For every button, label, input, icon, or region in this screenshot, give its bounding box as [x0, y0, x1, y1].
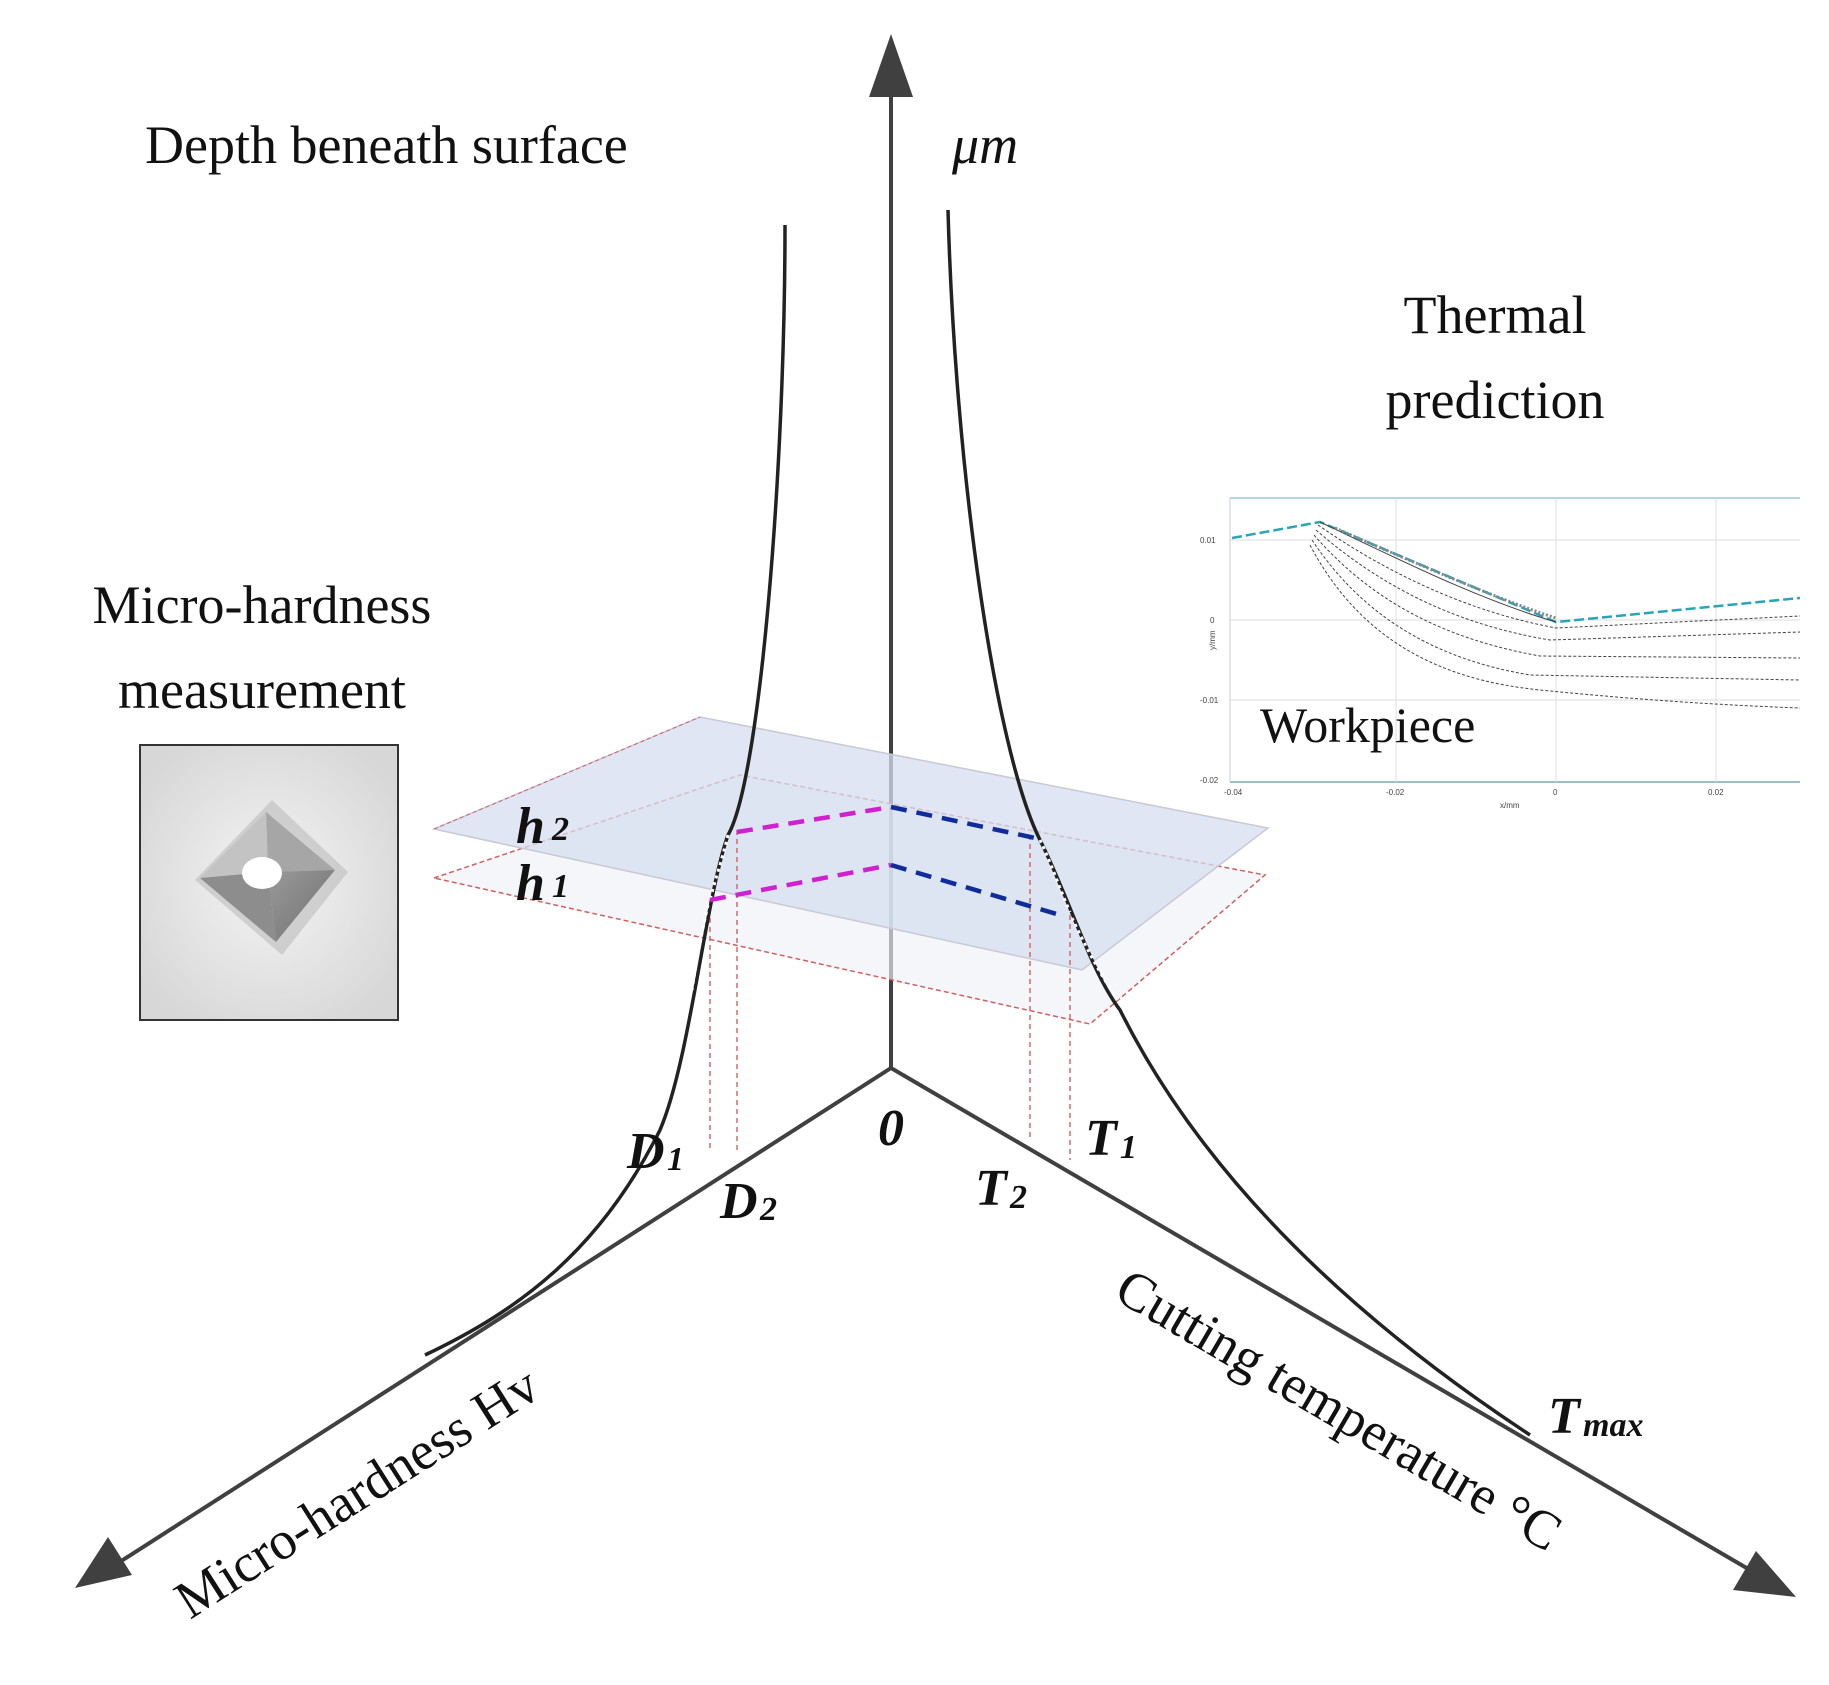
depth-axis-label: Depth beneath surface	[145, 115, 628, 175]
curve-dotted-overlay	[690, 834, 1120, 1001]
indentation-image	[139, 744, 399, 1021]
hardness-curve-hidden-part	[708, 834, 730, 901]
thermal-title-line1: Thermal	[1404, 285, 1587, 345]
inset-xtick-2: -0.02	[1386, 788, 1405, 797]
temperature-axis-arrowhead	[1733, 1551, 1796, 1597]
inset-tool-edge	[1231, 520, 1801, 624]
svg-text:T: T	[1085, 1110, 1119, 1167]
label-h1: h 1	[516, 855, 569, 912]
inset-ytick-1: 0.01	[1200, 536, 1216, 545]
hardness-axis-label: Micro-hardness Hv	[164, 1355, 549, 1630]
hardness-link-h2	[736, 804, 892, 835]
inset-xtick-4: 0.02	[1708, 788, 1724, 797]
label-t2: T 2	[975, 1160, 1027, 1217]
hardness-axis-line	[113, 1066, 893, 1567]
inset-xtick-3: 0	[1553, 788, 1558, 797]
svg-text:2: 2	[759, 1191, 777, 1228]
micro-title-line1: Micro-hardness	[93, 575, 432, 635]
svg-text:max: max	[1583, 1407, 1643, 1444]
indent-facet-right	[268, 870, 335, 942]
indent-facet-top	[266, 812, 335, 872]
temperature-curve-hidden-part-2	[1070, 917, 1120, 1001]
inset-ytick-4: -0.02	[1200, 776, 1219, 785]
temperature-curve-hidden-part	[1038, 839, 1072, 913]
indent-highlight	[242, 857, 282, 889]
svg-text:2: 2	[1009, 1179, 1027, 1216]
inset-ytick-3: -0.01	[1200, 696, 1219, 705]
hardness-curve-hidden-part-2	[690, 904, 710, 991]
svg-text:T: T	[1548, 1388, 1582, 1445]
depth-axis-arrowhead	[869, 34, 913, 97]
projection-lines	[709, 830, 1071, 1160]
svg-text:2: 2	[551, 811, 569, 848]
hardness-link-h1	[709, 862, 892, 903]
svg-text:T: T	[975, 1160, 1009, 1217]
depth-planes	[431, 716, 1270, 1025]
indent-facet-bottom	[200, 872, 276, 942]
label-d1: D 1	[626, 1123, 684, 1180]
hardness-depth-curve	[424, 224, 787, 1357]
svg-text:1: 1	[667, 1141, 684, 1178]
thermal-title-line2: prediction	[1386, 370, 1605, 430]
svg-text:D: D	[719, 1173, 758, 1230]
svg-text:1: 1	[552, 868, 569, 905]
origin-label: 0	[878, 1100, 904, 1157]
label-d2: D 2	[719, 1173, 777, 1230]
svg-text:D: D	[626, 1123, 665, 1180]
svg-text:h: h	[516, 798, 545, 855]
temperature-link-h1	[890, 862, 1061, 918]
micro-title-line2: measurement	[118, 660, 406, 720]
thermal-inset: 0.01 0 -0.01 -0.02 -0.04 -0.02 0 0.02 x/…	[1200, 497, 1801, 810]
inset-ylabel: y/mm	[1208, 630, 1217, 650]
inset-xlabel: x/mm	[1500, 801, 1520, 810]
temperature-axis-label: Cutting temperature °C	[1106, 1257, 1572, 1563]
axes	[75, 34, 1796, 1597]
inset-isotherms	[1309, 521, 1801, 709]
label-tmax: T max	[1548, 1388, 1643, 1445]
inset-ytick-2: 0	[1210, 616, 1215, 625]
label-h2: h 2	[516, 798, 569, 855]
workpiece-label: Workpiece	[1260, 697, 1475, 753]
plane-h2-outline	[433, 716, 701, 830]
temperature-axis-line	[889, 1066, 1752, 1572]
link-lines	[709, 804, 1061, 918]
label-t1: T 1	[1085, 1110, 1137, 1167]
svg-text:1: 1	[1120, 1129, 1137, 1166]
hardness-axis-arrowhead	[75, 1537, 132, 1588]
svg-text:h: h	[516, 855, 545, 912]
depth-unit-label: μm	[951, 115, 1018, 175]
inset-xtick-1: -0.04	[1224, 788, 1243, 797]
